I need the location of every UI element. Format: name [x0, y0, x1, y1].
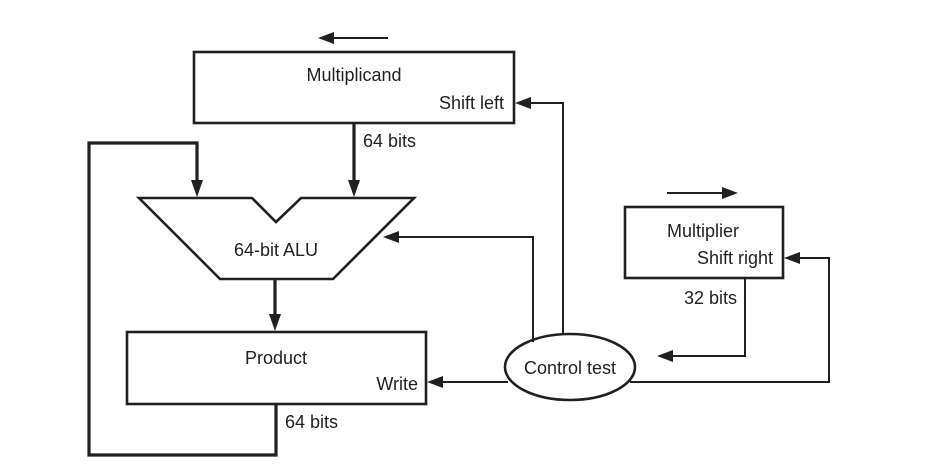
product-control-label: Write [376, 374, 418, 394]
multiplier-control-label: Shift right [697, 248, 773, 268]
multiplier-to-control-bus: 32 bits [657, 278, 746, 362]
alu: 64-bit ALU [135, 196, 418, 281]
multiplier-label: Multiplier [667, 221, 739, 241]
control-to-multiplier-signal [630, 252, 830, 383]
shift-right-arrow-icon [667, 187, 738, 199]
control-test: Control test [503, 332, 637, 402]
multiplicand-to-alu-bus: 64 bits [348, 123, 416, 197]
multiplier-register: Multiplier Shift right [623, 205, 785, 280]
control-test-label: Control test [524, 358, 616, 378]
control-to-product-signal [427, 376, 508, 388]
multiplicand-label: Multiplicand [306, 65, 401, 85]
product-register: Product Write [125, 330, 428, 406]
product-feedback-bus: 64 bits [87, 141, 338, 457]
multiplier-bus-width-label: 32 bits [684, 288, 737, 308]
multiplicand-register: Multiplicand Shift left [192, 50, 516, 125]
shift-left-arrow-icon [318, 32, 388, 44]
multiplicand-bus-width-label: 64 bits [363, 131, 416, 151]
alu-to-product-bus [269, 279, 281, 331]
control-to-alu-signal [383, 231, 534, 342]
product-bus-width-label: 64 bits [285, 412, 338, 432]
multiplicand-control-label: Shift left [439, 93, 504, 113]
alu-label: 64-bit ALU [234, 240, 318, 260]
product-label: Product [245, 348, 307, 368]
control-to-multiplicand-signal [515, 97, 564, 335]
